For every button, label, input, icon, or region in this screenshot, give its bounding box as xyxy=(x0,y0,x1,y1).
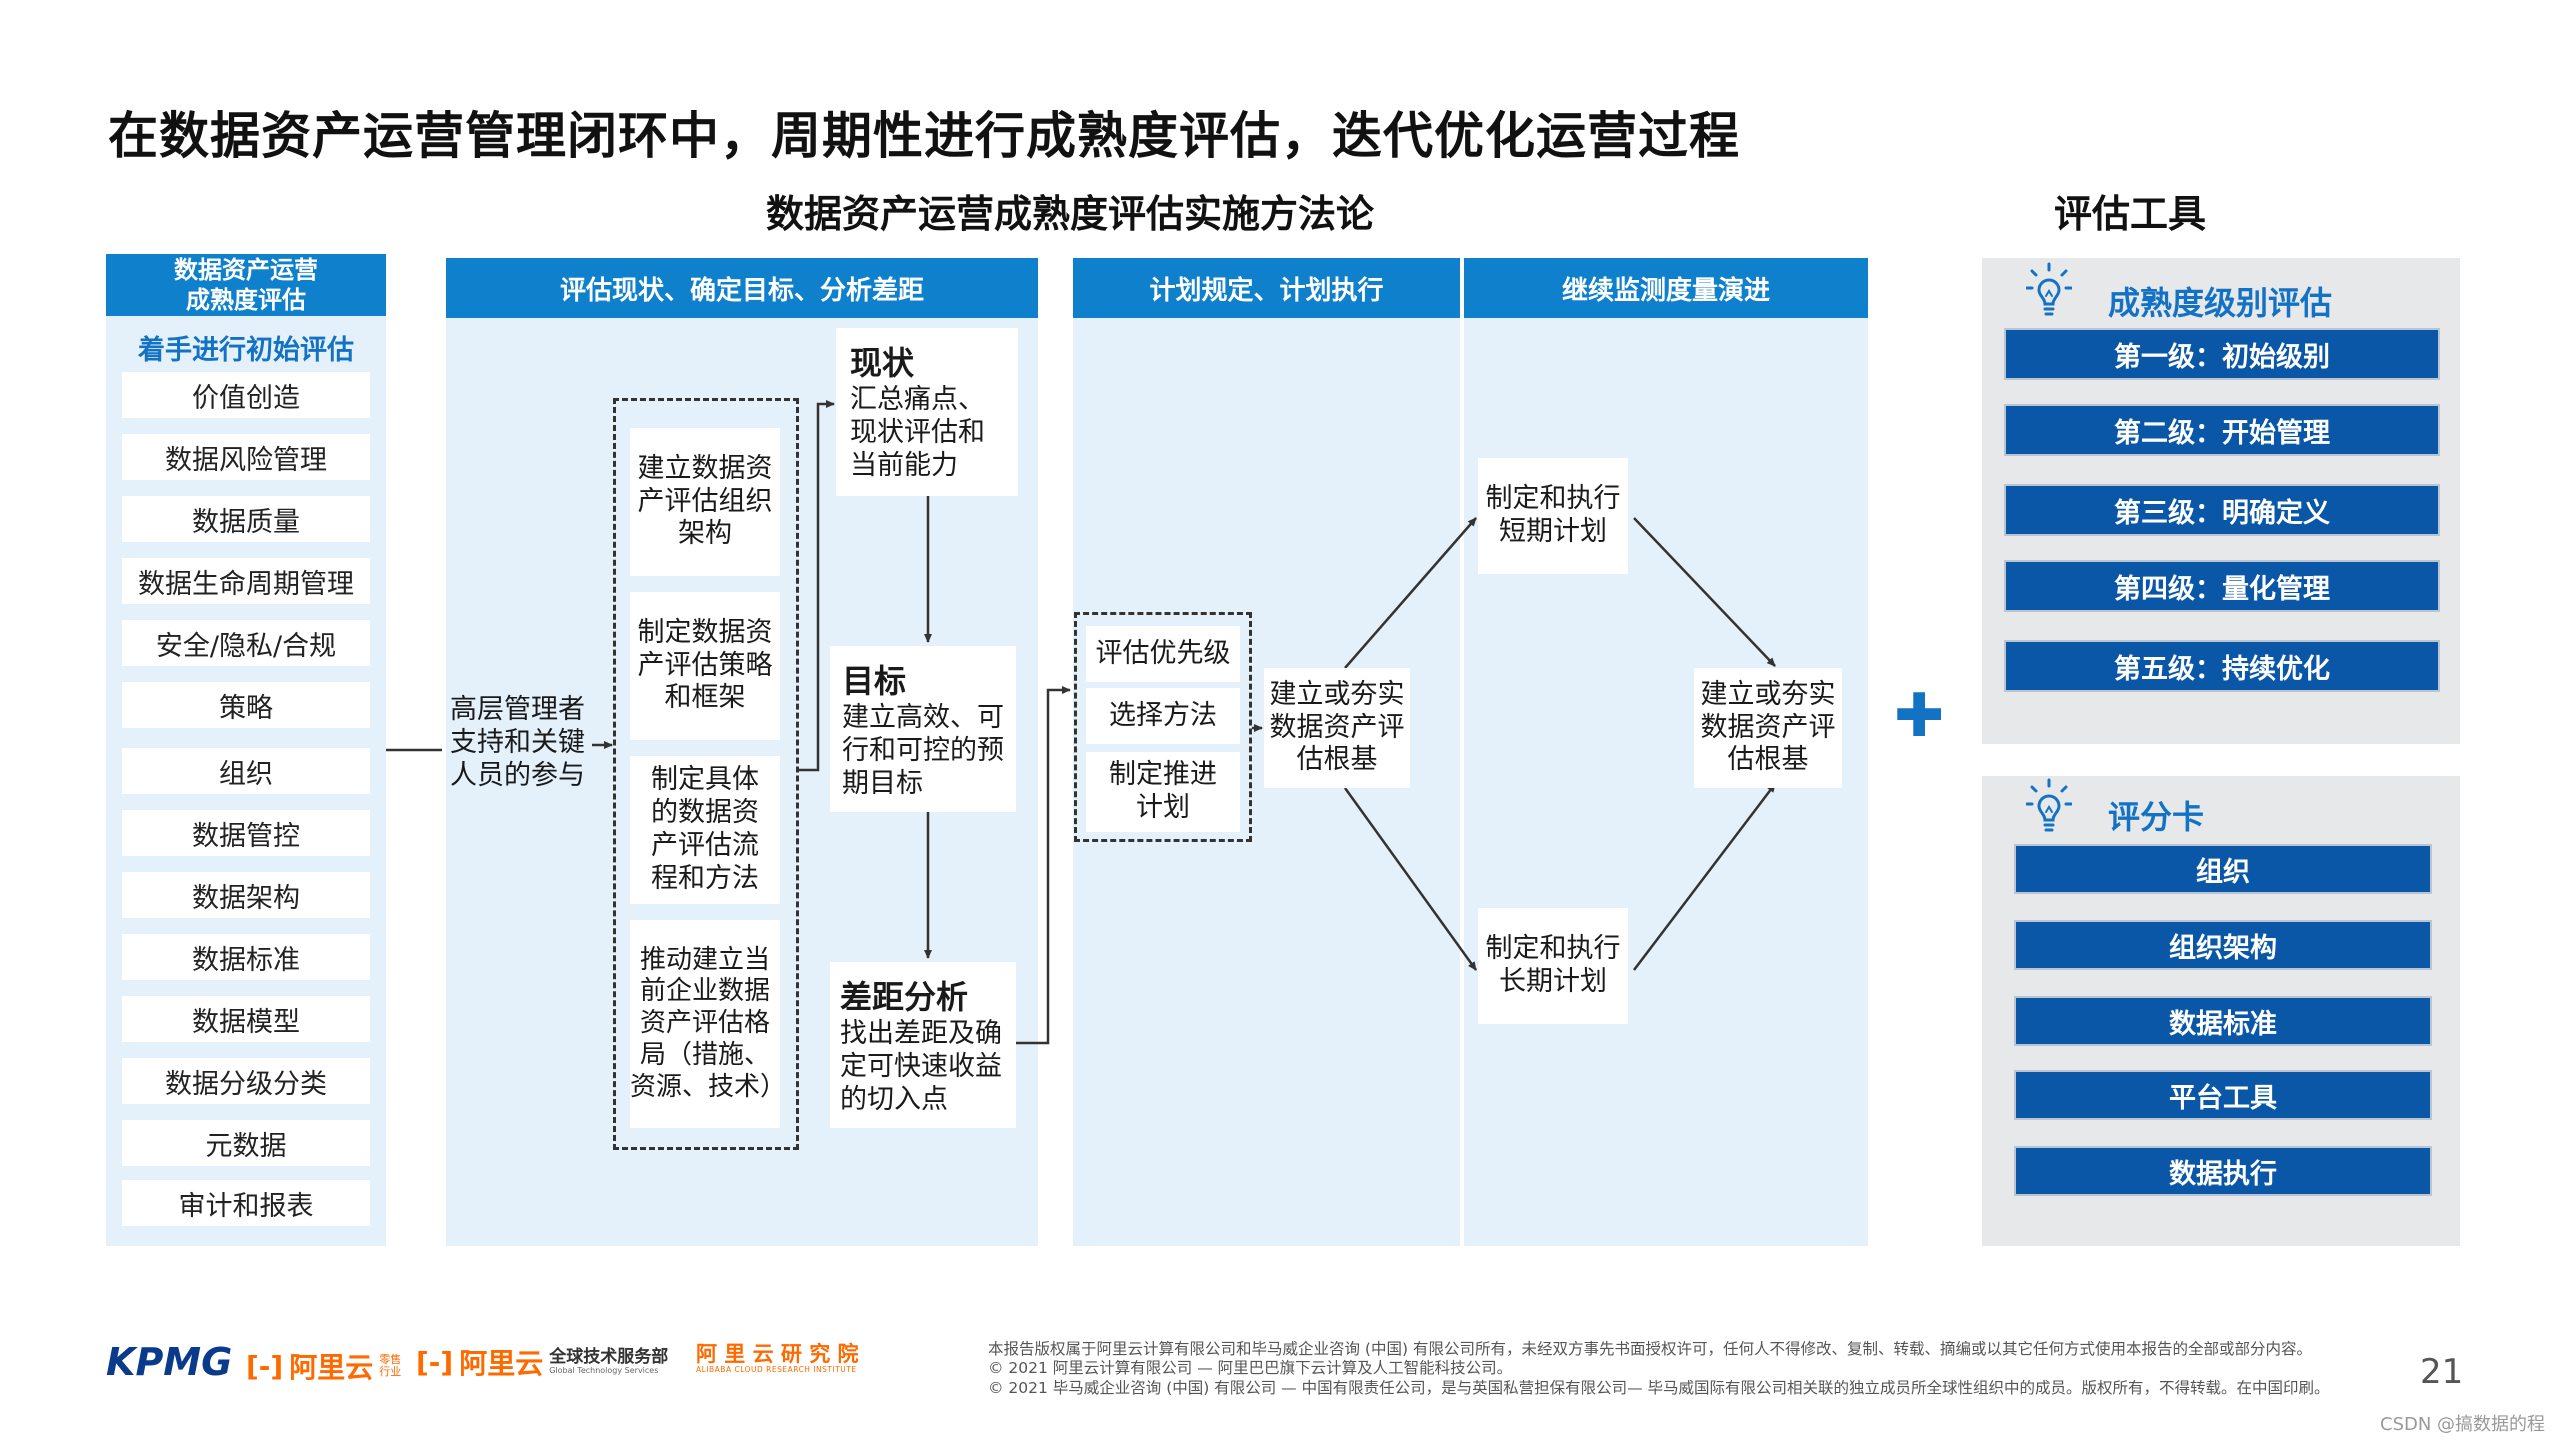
phase2-header: 计划规定、计划执行 xyxy=(1073,258,1460,318)
aliyun-logo-text: 阿里云 xyxy=(289,1351,374,1384)
watermark: CSDN @搞数据的程序猿 xyxy=(2380,1414,2546,1435)
maturity-level-bar: 第三级：明确定义 xyxy=(2006,486,2438,534)
lightbulb-icon xyxy=(2025,262,2073,322)
target-title: 目标 xyxy=(842,662,907,700)
aliyun-bracket-icon: [-] xyxy=(416,1345,454,1379)
baseline-box-repeat: 建立或夯实 数据资产评 估根基 xyxy=(1694,668,1842,788)
participants-note: 高层管理者 支持和关键 人员的参与 xyxy=(450,694,585,791)
dimension-item: 元数据 xyxy=(122,1120,370,1166)
aliyun-industry-tag: 零售 行业 xyxy=(379,1352,402,1378)
kpmg-logo: KPMG xyxy=(106,1340,233,1384)
dimension-item: 数据管控 xyxy=(122,810,370,856)
institute-en-label: ALIBABA CLOUD RESEARCH INSTITUTE xyxy=(696,1365,857,1375)
scorecard-item-bar: 平台工具 xyxy=(2016,1072,2430,1118)
maturity-level-bar: 第四级：量化管理 xyxy=(2006,562,2438,610)
dimension-item: 策略 xyxy=(122,682,370,728)
aliyun-gts-logo: [-] 阿里云 全球技术服务部 Global Technology Servic… xyxy=(416,1342,668,1382)
dimension-item: 数据分级分类 xyxy=(122,1058,370,1104)
scorecard-title: 评分卡 xyxy=(2108,798,2205,836)
planning-step: 评估优先级 xyxy=(1086,626,1240,682)
maturity-level-bar: 第五级：持续优化 xyxy=(2006,642,2438,690)
dimension-item: 数据模型 xyxy=(122,996,370,1042)
dimension-item: 安全/隐私/合规 xyxy=(122,620,370,666)
target-text: 建立高效、可 行和可控的预 期目标 xyxy=(842,702,1004,799)
dimension-item: 数据架构 xyxy=(122,872,370,918)
page-number: 21 xyxy=(2420,1352,2464,1392)
copyright-line: © 2021 阿里云计算有限公司 — 阿里巴巴旗下云计算及人工智能科技公司。 xyxy=(988,1359,1513,1378)
aliyun-logo-text: 阿里云 xyxy=(459,1347,544,1380)
page-title: 在数据资产运营管理闭环中，周期性进行成熟度评估，迭代优化运营过程 xyxy=(108,107,1740,165)
planning-step: 选择方法 xyxy=(1086,688,1240,744)
institute-cn-label: 阿 里 云 研 究 院 xyxy=(696,1342,859,1366)
dimension-item: 组织 xyxy=(122,748,370,794)
gap-analysis-text: 找出差距及确 定可快速收益 的切入点 xyxy=(840,1018,1002,1115)
planning-step: 制定推进 计划 xyxy=(1086,752,1240,832)
maturity-title: 成熟度级别评估 xyxy=(2108,284,2333,322)
scorecard-item-bar: 数据标准 xyxy=(2016,998,2430,1044)
dimension-item: 数据生命周期管理 xyxy=(122,558,370,604)
dimension-item: 审计和报表 xyxy=(122,1180,370,1226)
methodology-title: 数据资产运营成熟度评估实施方法论 xyxy=(765,192,1374,236)
current-state-title: 现状 xyxy=(850,344,915,382)
copyright-block: 本报告版权属于阿里云计算有限公司和毕马威企业咨询 (中国) 有限公司所有，未经双… xyxy=(988,1340,2330,1398)
current-state-box: 现状 汇总痛点、 现状评估和 当前能力 xyxy=(836,328,1018,496)
long-term-plan-box: 制定和执行 长期计划 xyxy=(1478,908,1628,1024)
gap-analysis-box: 差距分析 找出差距及确 定可快速收益 的切入点 xyxy=(830,962,1016,1128)
scorecard-item-bar: 组织架构 xyxy=(2016,922,2430,968)
planning-steps-group xyxy=(1074,612,1252,842)
copyright-line: 本报告版权属于阿里云计算有限公司和毕马威企业咨询 (中国) 有限公司所有，未经双… xyxy=(988,1340,2312,1358)
maturity-level-bar: 第二级：开始管理 xyxy=(2006,406,2438,454)
setup-step: 推动建立当 前企业数据 资产评估格 局（措施、 资源、技术） xyxy=(630,920,786,1128)
plus-icon: ✚ xyxy=(1894,681,1945,751)
copyright-line: © 2021 毕马威企业咨询 (中国) 有限公司 — 中国有限责任公司，是与英国… xyxy=(988,1378,2330,1397)
gts-en-label: Global Technology Services xyxy=(549,1365,659,1375)
scorecard-item-bar: 数据执行 xyxy=(2016,1148,2430,1194)
setup-step: 建立数据资 产评估组织 架构 xyxy=(630,428,780,576)
gap-analysis-title: 差距分析 xyxy=(840,978,969,1016)
setup-steps-group xyxy=(613,398,799,1150)
phase1-header: 评估现状、确定目标、分析差距 xyxy=(446,258,1038,318)
maturity-level-bar: 第一级：初始级别 xyxy=(2006,330,2438,378)
dimension-item: 数据风险管理 xyxy=(122,434,370,480)
baseline-box: 建立或夯实 数据资产评 估根基 xyxy=(1264,668,1410,788)
setup-step: 制定具体 的数据资 产评估流 程和方法 xyxy=(630,756,780,904)
aliyun-bracket-icon: [-] xyxy=(246,1349,284,1383)
short-term-plan-box: 制定和执行 短期计划 xyxy=(1478,458,1628,574)
left-panel-subheader: 着手进行初始评估 xyxy=(138,335,354,366)
left-panel-header: 数据资产运营 成熟度评估 xyxy=(106,254,386,316)
target-box: 目标 建立高效、可 行和可控的预 期目标 xyxy=(830,646,1016,812)
research-institute-logo: 阿 里 云 研 究 院 ALIBABA CLOUD RESEARCH INSTI… xyxy=(696,1342,859,1375)
phase3-header: 继续监测度量演进 xyxy=(1464,258,1868,318)
lightbulb-icon xyxy=(2025,778,2073,838)
dimension-item: 价值创造 xyxy=(122,372,370,418)
setup-step: 制定数据资 产评估策略 和框架 xyxy=(630,592,780,740)
scorecard-item-bar: 组织 xyxy=(2016,846,2430,892)
dimension-item: 数据质量 xyxy=(122,496,370,542)
dimension-item: 数据标准 xyxy=(122,934,370,980)
current-state-text: 汇总痛点、 现状评估和 当前能力 xyxy=(850,384,985,481)
gts-cn-label: 全球技术服务部 xyxy=(549,1347,669,1368)
aliyun-industry-logo: [-] 阿里云 零售 行业 xyxy=(246,1346,401,1386)
tools-title: 评估工具 xyxy=(2053,192,2206,236)
